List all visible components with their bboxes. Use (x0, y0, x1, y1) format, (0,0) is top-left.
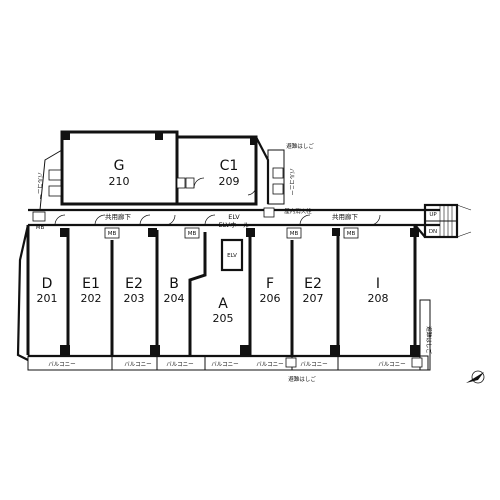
balcony-label-5: バルコニー (256, 361, 283, 368)
unit-G-number: 210 (109, 175, 130, 188)
evac-ladder-top-label: 避難はしご (286, 142, 314, 150)
balcony-label-2: バルコニー (124, 361, 151, 368)
unit-C1-number: 209 (219, 175, 240, 188)
mb-label-3: MB (290, 231, 299, 237)
balcony-label-3: バルコニー (166, 361, 193, 368)
annotations: 共用廊下 共用廊下 ELV ELVホール ELV 屋内消火栓 避難はしご 避難は… (36, 142, 438, 383)
unit-G-letter: G (114, 158, 125, 174)
stair-dn-label: DN (429, 229, 437, 235)
unit-E2b-letter: E2 (304, 276, 322, 292)
corridor-label-right: 共用廊下 (332, 212, 359, 221)
unit-E2-number: 203 (124, 292, 145, 305)
unit-I-letter: I (376, 276, 380, 292)
unit-B-letter: B (169, 276, 179, 292)
balcony-label-6: バルコニー (300, 361, 327, 368)
unit-E2b-number: 207 (303, 292, 324, 305)
unit-I-number: 208 (368, 292, 389, 305)
unit-C1-letter: C1 (220, 158, 239, 174)
balcony-label-c1: バルコニー (288, 168, 295, 195)
unit-F-number: 206 (260, 292, 281, 305)
hydrant-label: 屋内消火栓 (284, 207, 312, 215)
unit-E1-letter: E1 (82, 276, 100, 292)
evac-ladder-bottom-label: 避難はしご (288, 375, 316, 383)
unit-E2-letter: E2 (125, 276, 143, 292)
mb-label-4: MB (347, 231, 356, 237)
unit-F-letter: F (266, 276, 274, 292)
unit-B-number: 204 (164, 292, 185, 305)
mb-label-d: MB (36, 225, 45, 231)
elv-label: ELV (228, 213, 240, 221)
unit-D-letter: D (42, 276, 53, 292)
upper-block (39, 130, 285, 211)
corridor-label-left: 共用廊下 (105, 212, 132, 221)
unit-A-letter: A (218, 296, 228, 312)
north-arrow-icon (466, 370, 485, 384)
corridor (28, 207, 440, 227)
balcony-label-7: バルコニー (378, 361, 405, 368)
elv-shaft-label: ELV (227, 253, 237, 259)
stairs (423, 203, 472, 239)
balcony-label-4: バルコニー (211, 361, 238, 368)
balcony-label-1: バルコニー (48, 361, 75, 368)
unit-D-number: 201 (37, 292, 58, 305)
unit-labels: G 210 C1 209 D 201 E1 202 E2 203 B 204 A… (37, 158, 389, 325)
unit-A-number: 205 (213, 312, 234, 325)
mb-label-2: MB (188, 231, 197, 237)
mb-label-1: MB (108, 231, 117, 237)
evac-ladder-right-label: 避難はしご (425, 326, 433, 354)
stair-up-label: UP (429, 212, 437, 218)
unit-E1-number: 202 (81, 292, 102, 305)
balcony-label-g: バルコニー (36, 172, 43, 199)
elv-hall-label: ELVホール (219, 221, 250, 229)
lower-block (16, 224, 431, 371)
